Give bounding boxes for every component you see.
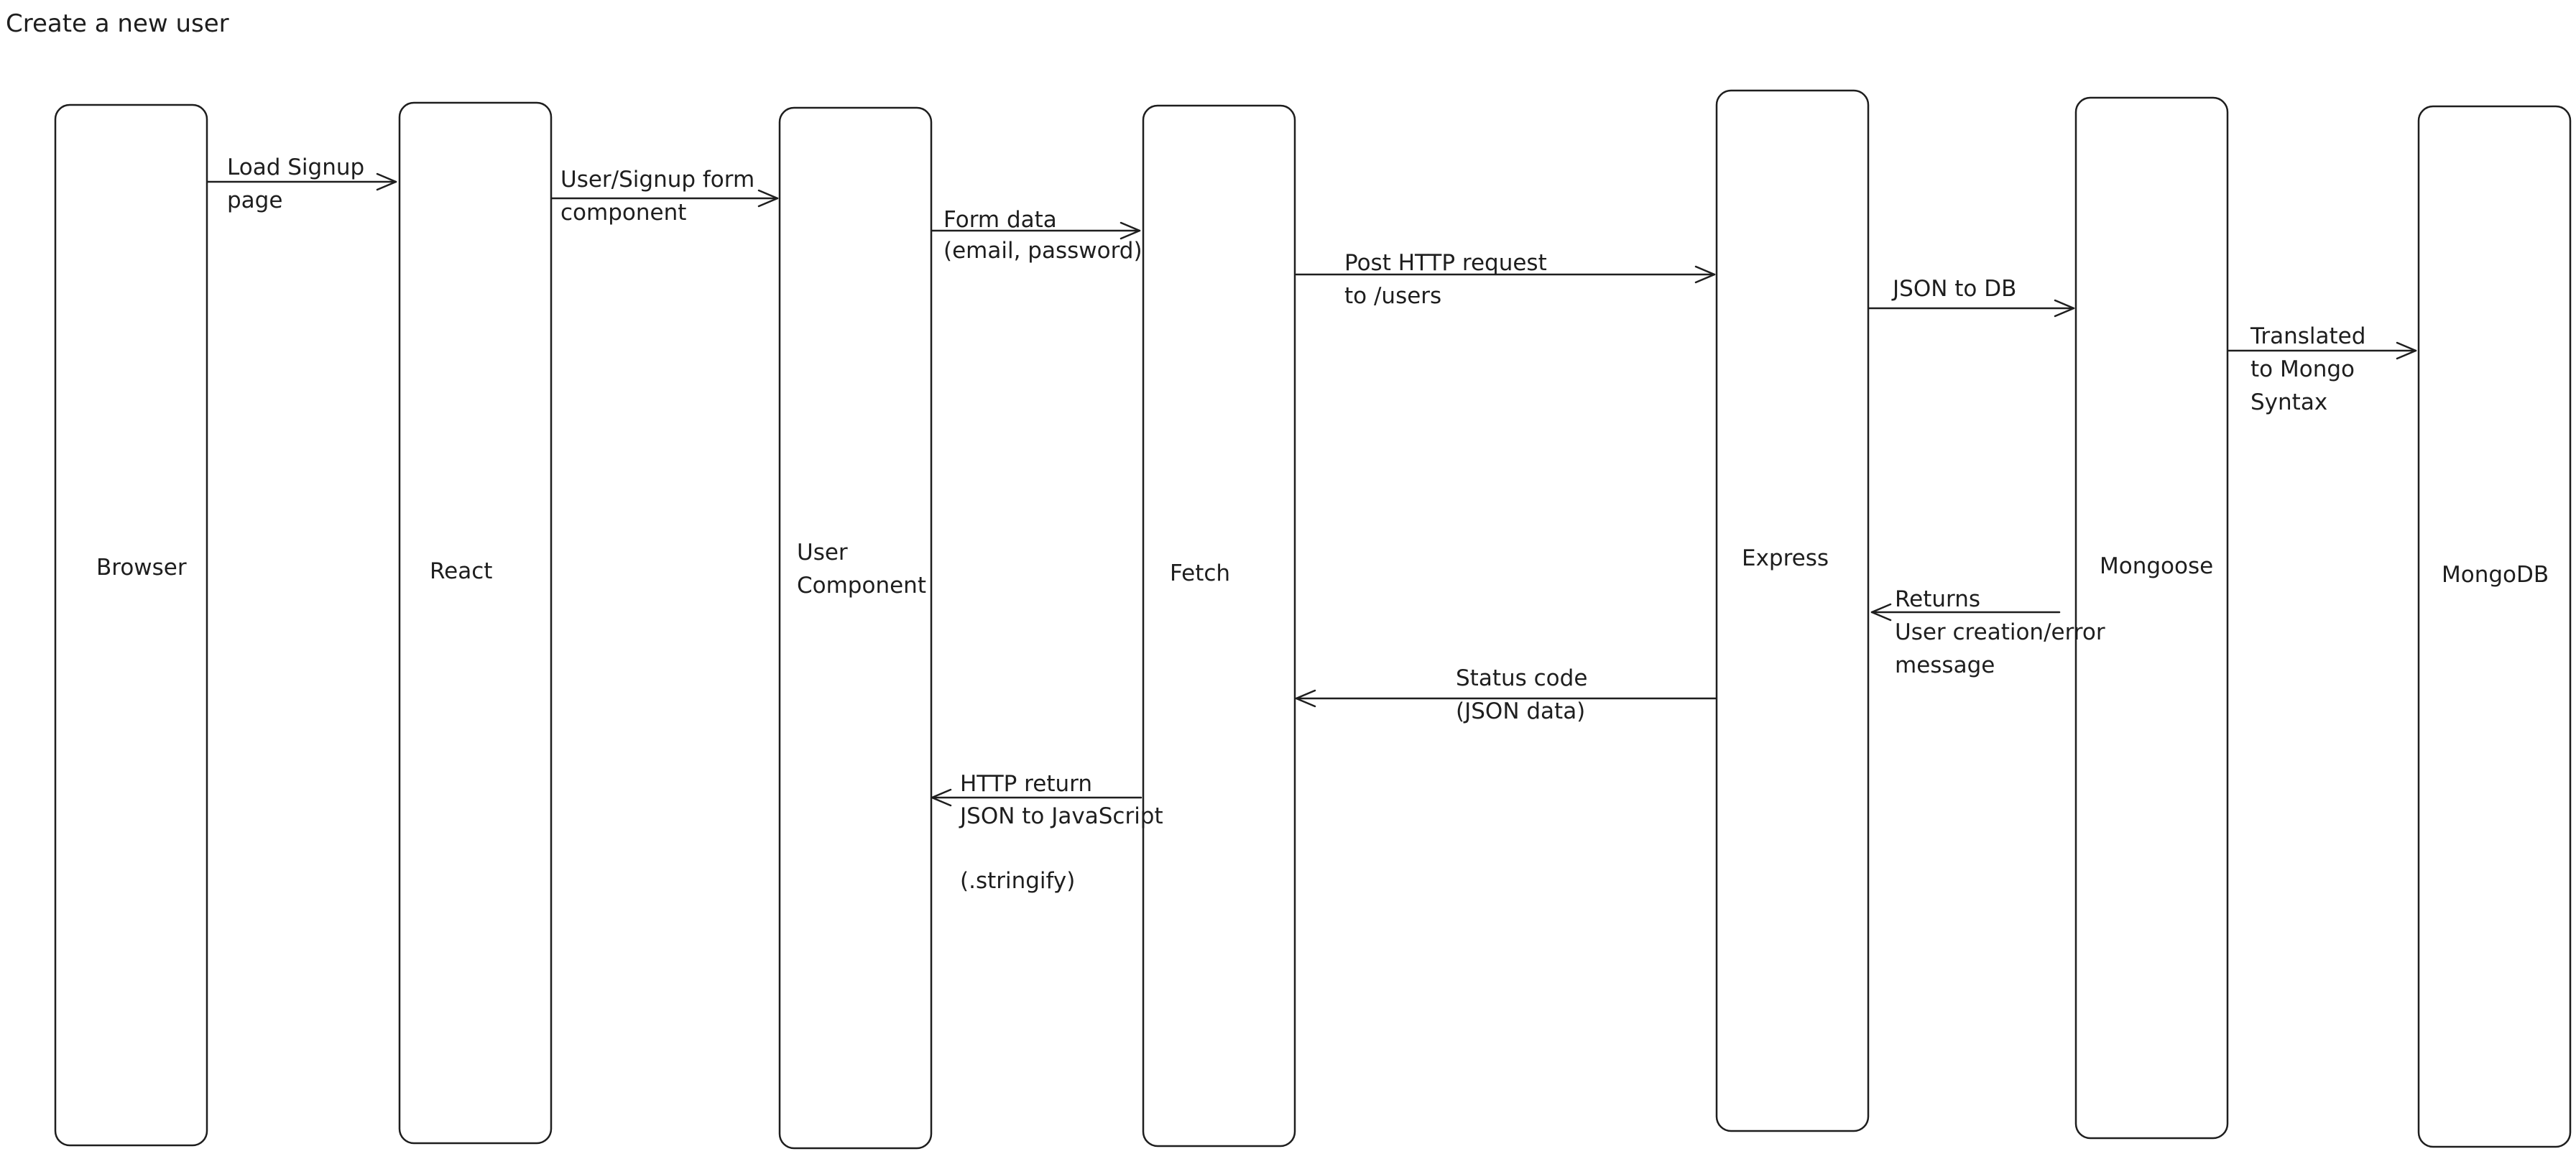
post-http-label: Post HTTP request [1344,250,1547,276]
express-label: Express [1742,545,1829,571]
translated-label: Syntax [2250,389,2327,415]
mongoose-lifeline: Mongoose [2074,96,2229,1140]
status-code-label: Status code [1456,665,1587,691]
post-http-arrowhead [1694,265,1716,284]
user-component-box [778,106,933,1150]
react-label: React [430,558,492,584]
signup-form-label: component [560,200,686,226]
translated-arrowhead [2396,341,2417,360]
express-box [1715,89,1870,1132]
load-signup-message: Load Signup page [206,154,397,213]
mongoose-box [2074,96,2229,1140]
form-data-message: Form data (email, password) [931,207,1142,264]
load-signup-label: Load Signup [227,154,364,180]
fetch-box [1142,104,1296,1148]
diagram-title: Create a new user [6,9,229,38]
form-data-arrowhead [1120,221,1141,240]
translated-label: to Mongo [2250,356,2355,382]
signup-form-label: User/Signup form [560,167,754,193]
http-return-arrowhead [931,788,952,807]
express-lifeline: Express [1715,89,1870,1132]
http-return-label: HTTP return [960,771,1092,797]
user-component-label: User [797,540,848,565]
form-data-label: (email, password) [943,238,1142,264]
mongodb-label: MongoDB [2442,562,2549,588]
fetch-lifeline: Fetch [1142,104,1296,1148]
browser-box [54,103,208,1147]
mongodb-lifeline: MongoDB [2417,105,2572,1148]
fetch-label: Fetch [1170,560,1230,586]
returns-label: Returns [1895,586,1980,612]
status-code-label: (JSON data) [1456,698,1585,724]
react-lifeline: React [398,101,553,1145]
status-code-arrowhead [1295,689,1316,708]
signup-form-message: User/Signup form component [550,167,779,226]
user-component-label: Component [797,573,926,599]
json-to-db-arrowhead [2054,299,2075,318]
http-return-label: JSON to JavaScript [959,803,1163,829]
status-code-message: Status code (JSON data) [1295,665,1717,724]
load-signup-label: page [227,188,282,213]
form-data-label: Form data [943,207,1057,233]
post-http-message: Post HTTP request to /users [1295,250,1716,309]
mongodb-box [2417,105,2572,1148]
json-to-db-message: JSON to DB [1868,276,2075,318]
load-signup-arrowhead [376,172,397,191]
browser-lifeline: Browser [54,103,208,1147]
mongoose-label: Mongoose [2100,553,2213,579]
signup-form-arrowhead [757,189,779,208]
json-to-db-label: JSON to DB [1891,276,2016,302]
returns-label: message [1895,652,1995,678]
http-return-label: (.stringify) [960,868,1075,894]
react-box [398,101,553,1145]
translated-label: Translated [2250,323,2365,349]
returns-label: User creation/error [1895,619,2105,645]
browser-label: Browser [96,555,187,581]
post-http-label: to /users [1344,283,1441,309]
returns-arrowhead [1870,603,1892,622]
